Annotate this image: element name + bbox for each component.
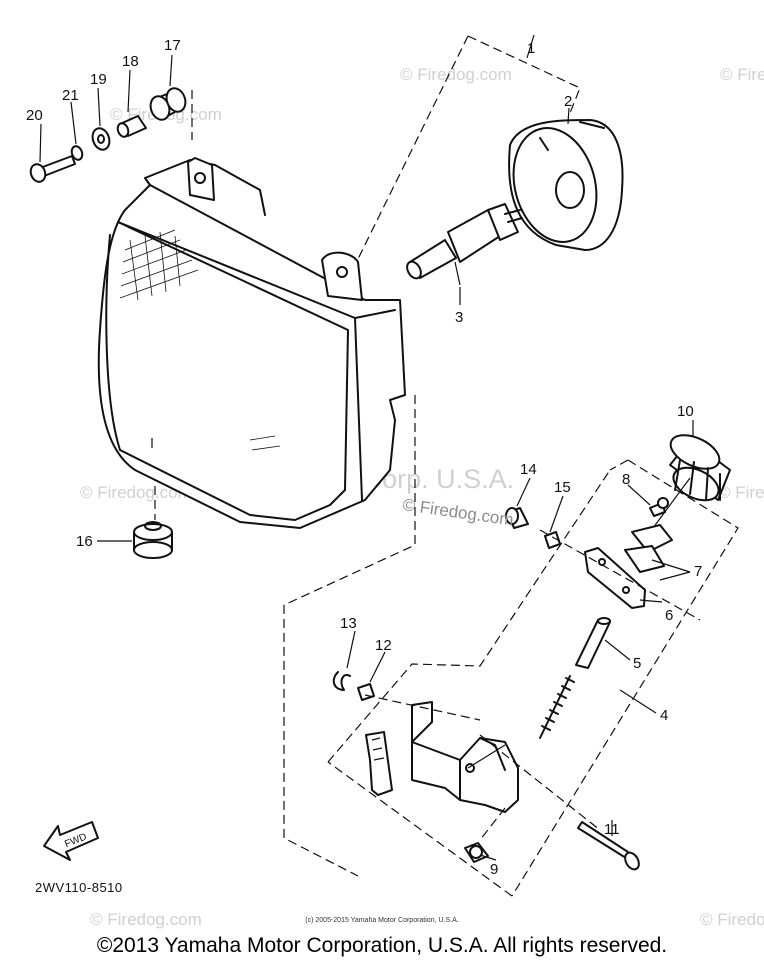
callout-5: 5 bbox=[633, 655, 641, 672]
callout-15: 15 bbox=[554, 479, 571, 496]
watermark-firedog: © Firedog.com bbox=[718, 483, 764, 502]
watermark-firedog: © Firedog.com bbox=[720, 65, 764, 84]
callout-14: 14 bbox=[520, 461, 537, 478]
callout-1: 1 bbox=[527, 40, 535, 57]
part-spring bbox=[539, 675, 575, 739]
watermark-firedog: © Firedog.com bbox=[90, 910, 202, 929]
part-long-bolt bbox=[577, 821, 640, 871]
callout-13: 13 bbox=[340, 615, 357, 632]
callout-10: 10 bbox=[677, 403, 694, 420]
part-screw-stack bbox=[29, 87, 187, 183]
callout-9: 9 bbox=[490, 861, 498, 878]
connection-lines bbox=[364, 529, 701, 841]
part-bulb bbox=[406, 203, 523, 286]
watermark-firedog: © Firedog.com bbox=[80, 483, 192, 502]
callout-3: 3 bbox=[455, 309, 463, 326]
diagram-code: 2WV110-8510 bbox=[35, 880, 123, 895]
callout-6: 6 bbox=[665, 607, 673, 624]
callout-20: 20 bbox=[26, 107, 43, 124]
assembly-outlines bbox=[154, 35, 739, 897]
callout-16: 16 bbox=[76, 533, 93, 550]
callout-11: 11 bbox=[604, 821, 620, 838]
part-cushion bbox=[365, 731, 393, 796]
part-socket-cover bbox=[508, 119, 624, 251]
callout-19: 19 bbox=[90, 71, 107, 88]
footer-small-copyright: (c) 2005-2015 Yamaha Motor Corporation, … bbox=[305, 917, 459, 924]
part-rivet bbox=[464, 842, 489, 863]
callout-2: 2 bbox=[564, 93, 572, 110]
watermark-firedog: © Firedog.com bbox=[400, 65, 512, 84]
callout-17: 17 bbox=[164, 37, 181, 54]
part-mounting-bracket bbox=[411, 701, 519, 813]
footer-copyright: ©2013 Yamaha Motor Corporation, U.S.A. A… bbox=[96, 934, 668, 957]
watermark-firedog-center: © Firedog.com bbox=[401, 495, 514, 529]
part-adjust-rod bbox=[575, 617, 611, 669]
callout-labels: 1 2 3 4 5 6 7 8 9 10 11 12 13 14 15 16 1… bbox=[26, 37, 702, 878]
part-bolt-nut bbox=[505, 507, 561, 549]
callout-4: 4 bbox=[660, 707, 668, 724]
callout-leaders bbox=[39, 34, 694, 861]
callout-8: 8 bbox=[622, 471, 630, 488]
callout-21: 21 bbox=[62, 87, 79, 104]
watermark-firedog: © Firedog.com bbox=[700, 910, 764, 929]
part-clips bbox=[624, 497, 673, 573]
part-bottom-grommet bbox=[133, 521, 173, 559]
part-adjust-knob bbox=[649, 434, 731, 533]
callout-18: 18 bbox=[122, 53, 139, 70]
callout-12: 12 bbox=[375, 637, 392, 654]
callout-7: 7 bbox=[694, 563, 702, 580]
fwd-arrow: FWD bbox=[43, 821, 99, 861]
part-headlight-body bbox=[97, 157, 406, 529]
